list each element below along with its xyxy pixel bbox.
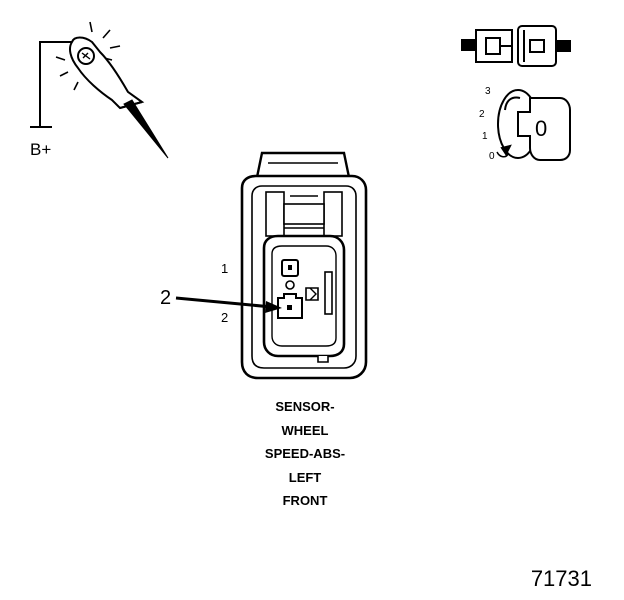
- figure-number: 71731: [530, 566, 592, 591]
- callout-number: 2: [160, 287, 172, 309]
- connector-symbol-icon: [461, 25, 571, 67]
- caption-line: LEFT: [288, 469, 322, 485]
- caption-line: SPEED-ABS-: [264, 446, 346, 461]
- battery-positive-label: B+: [30, 140, 52, 159]
- connector-caption: SENSOR- WHEEL SPEED-ABS- LEFT FRONT: [230, 395, 380, 513]
- key-glyph: 0: [535, 116, 548, 141]
- callout-arrow: [175, 296, 282, 313]
- key-position-0: 0: [489, 151, 495, 162]
- sensor-connector-face: [240, 151, 368, 380]
- key-position-2: 2: [479, 109, 485, 120]
- test-light-probe-icon: [30, 21, 169, 159]
- pin-1-label: 1: [221, 261, 229, 276]
- caption-line: FRONT: [282, 493, 328, 508]
- key-position-3: 3: [485, 86, 491, 97]
- caption-line: SENSOR-: [275, 399, 335, 414]
- ignition-key-icon: [496, 89, 571, 161]
- key-position-1: 1: [482, 131, 488, 142]
- caption-line: WHEEL: [281, 422, 329, 438]
- pin-2-label: 2: [221, 310, 229, 325]
